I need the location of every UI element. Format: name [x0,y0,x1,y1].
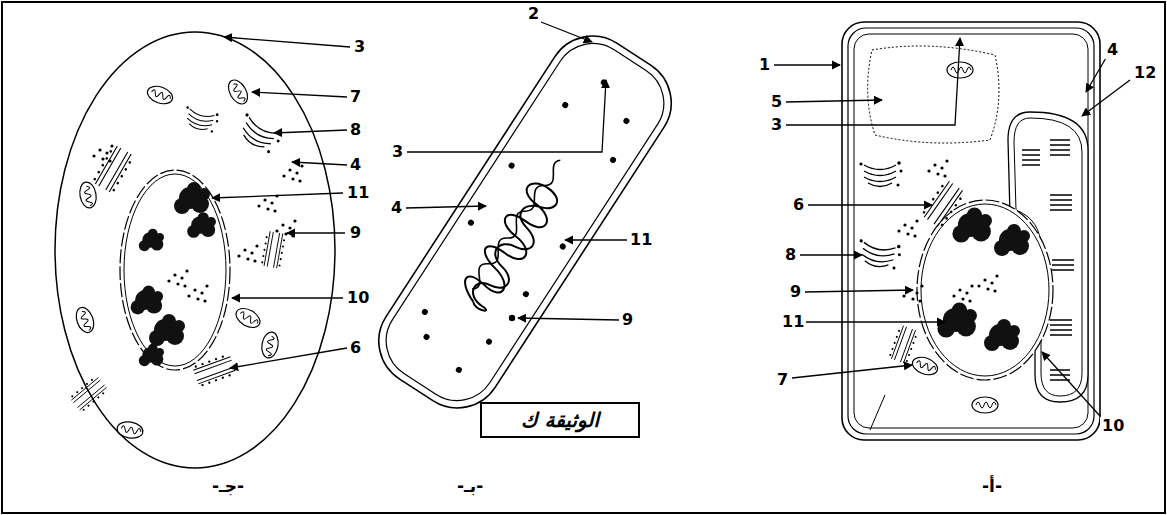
callout-number: 11 [628,231,654,249]
callout-number: 3 [390,143,405,161]
callout-number: 4 [389,199,404,217]
callout-number: 10 [345,289,371,307]
callout-number: 3 [769,116,784,134]
callout-number: 1 [757,56,772,74]
callout-number: 2 [526,5,541,23]
document-title-box: الوثيقة ك [480,402,640,438]
title-text: الوثيقة ك [492,408,628,432]
callout-number: 6 [348,339,363,357]
callout-number: 9 [620,311,635,329]
callout-number: 8 [783,246,798,264]
callout-number: 9 [788,283,803,301]
callout-number: 3 [352,38,367,56]
callout-number: 11 [345,184,371,202]
callout-number: 4 [1105,41,1120,59]
callout-number: 6 [791,196,806,214]
callout-number: 12 [1132,64,1158,82]
callout-number: 5 [769,93,784,111]
cell-letter: -أ- [980,477,1004,495]
cell-letter: -جـ- [210,477,246,495]
callout-number: 9 [348,224,363,242]
callout-number: 8 [348,121,363,139]
callout-number: 7 [775,371,790,389]
cell-letter: -بـ- [455,477,485,495]
callout-number: 4 [348,156,363,174]
callout-number: 10 [1100,417,1126,435]
callout-number: 7 [348,88,363,106]
callout-number: 11 [780,313,806,331]
